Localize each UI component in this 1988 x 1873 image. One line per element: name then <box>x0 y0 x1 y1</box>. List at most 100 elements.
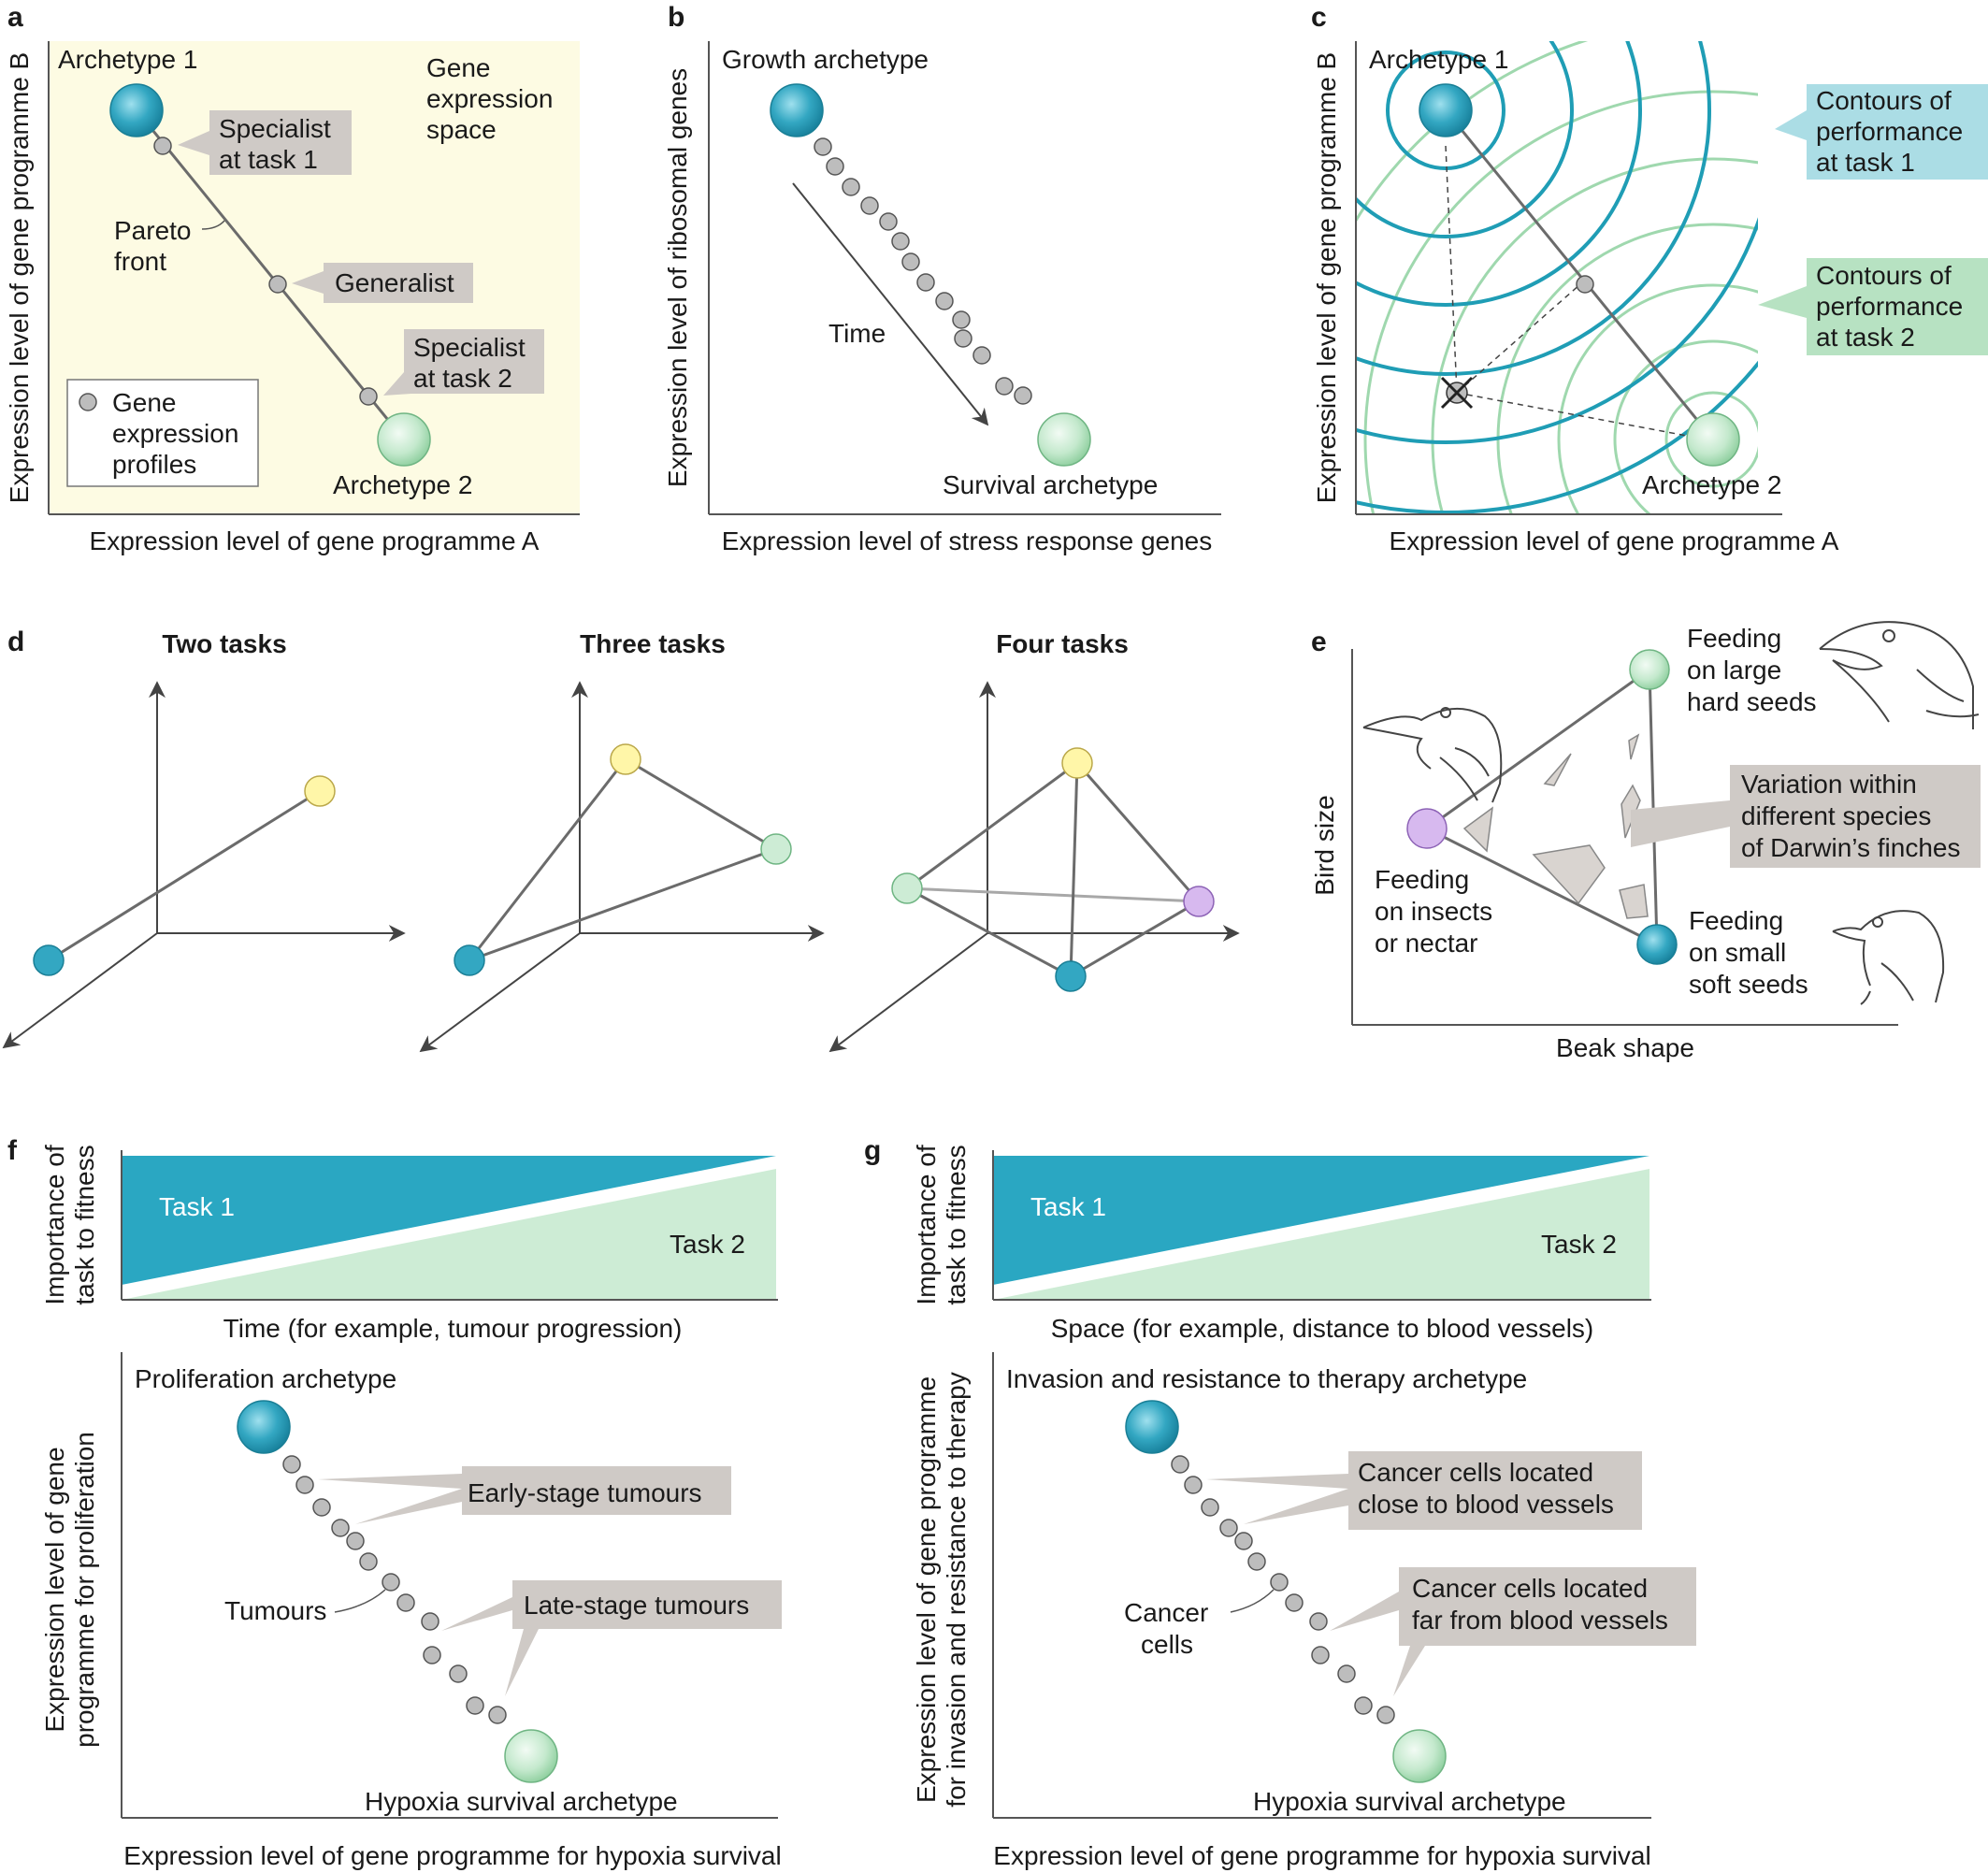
time-label: Time <box>828 319 886 348</box>
profile-dot <box>826 157 844 176</box>
two-tasks-title: Two tasks <box>162 629 286 658</box>
tetrahedron-edge <box>906 761 1078 890</box>
panel-f: f Task 1 Task 2 Importance of task to fi… <box>7 1135 782 1870</box>
tetrahedron-edge <box>1075 762 1201 902</box>
small-seed-archetype-sphere <box>1636 924 1678 965</box>
panel-c-label: c <box>1311 2 1327 33</box>
generalist-callout <box>292 263 473 303</box>
legend-label: profiles <box>112 450 196 479</box>
task-1-contour-label: Contours of <box>1816 86 1952 115</box>
three-tasks-diagram: Three tasks <box>419 629 825 1053</box>
task-1-contour <box>1356 217 1758 444</box>
task-2-contour-label: at task 2 <box>1816 323 1915 352</box>
profile-dot <box>359 387 378 406</box>
profile-dot <box>346 1532 365 1550</box>
generalist-label: Generalist <box>335 268 454 297</box>
x-axis-label: Beak shape <box>1556 1033 1694 1062</box>
hypoxia-archetype-sphere <box>1392 1729 1447 1783</box>
profile-dot <box>1247 1552 1266 1571</box>
small-seed-label: Feeding <box>1689 906 1783 935</box>
tetrahedron-edge <box>1069 762 1079 977</box>
task-2-wedge <box>122 1169 776 1300</box>
task-1-contour <box>1386 50 1505 170</box>
x-axis-label: Expression level of gene programme A <box>90 526 540 555</box>
archetype-sphere-green <box>891 872 923 904</box>
x-axis-label: Expression level of gene programme for h… <box>123 1841 781 1870</box>
small-seed-label: soft seeds <box>1689 970 1808 999</box>
tumour-trajectory <box>282 1455 507 1724</box>
profile-dot <box>1354 1696 1373 1715</box>
cancer-cells-leader <box>1230 1589 1275 1613</box>
y-axis-label: Expression level of gene programme <box>912 1376 941 1803</box>
cancer-cell-trajectory <box>1171 1455 1395 1724</box>
profile-dot <box>382 1573 400 1592</box>
species-variation-shapes <box>1462 733 1649 919</box>
archetype-sphere-green <box>760 833 792 865</box>
y-axis-label: Expression level of gene <box>40 1447 69 1732</box>
profile-dot <box>972 346 991 365</box>
invasion-archetype-sphere <box>1125 1400 1179 1454</box>
insect-archetype-sphere <box>1406 808 1448 849</box>
x-axis-label: Expression level of gene programme A <box>1390 526 1839 555</box>
far-vessels-callout <box>1330 1567 1696 1696</box>
profile-dot <box>814 137 832 156</box>
late-stage-label: Late-stage tumours <box>524 1591 749 1620</box>
profile-dot <box>1270 1573 1289 1592</box>
specialist-2-label: at task 2 <box>413 364 512 393</box>
archetype-1-label: Archetype 1 <box>58 45 197 74</box>
task-2-contour-label: performance <box>1816 292 1963 321</box>
profile-dot <box>449 1664 468 1683</box>
profile-dot <box>268 275 287 294</box>
task-1-contour-label: at task 1 <box>1816 148 1915 177</box>
insect-label: or nectar <box>1375 929 1478 958</box>
pareto-front-line <box>48 789 321 962</box>
profile-dot <box>995 377 1014 396</box>
species-shape <box>1628 733 1640 760</box>
archetype-2-label: Archetype 2 <box>1642 470 1781 499</box>
archetype-1-sphere <box>1419 83 1473 137</box>
late-stage-callout <box>441 1580 782 1696</box>
task-2-callout <box>1758 258 1988 355</box>
tumours-label: Tumours <box>224 1596 326 1625</box>
early-stage-label: Early-stage tumours <box>468 1478 702 1507</box>
task-1-label: Task 1 <box>159 1192 235 1221</box>
cancer-cells-label: cells <box>1141 1630 1193 1659</box>
task-2-contour <box>1363 90 1758 514</box>
specialist-2-callout <box>383 329 544 396</box>
profile-dot <box>954 329 972 348</box>
profile-dot <box>1337 1664 1356 1683</box>
far-vessels-label: far from blood vessels <box>1412 1606 1668 1635</box>
task-2-contour <box>1613 339 1758 514</box>
archetype-sphere-yellow <box>1061 747 1093 779</box>
archetype-2-sphere <box>1686 412 1740 467</box>
archetype-1-label: Archetype 1 <box>1369 45 1508 74</box>
profile-dot <box>1219 1519 1238 1537</box>
legend-box <box>66 379 259 487</box>
archetype-sphere-purple <box>1183 886 1215 917</box>
profile-dot <box>466 1696 484 1715</box>
profile-dot <box>331 1519 350 1537</box>
task-1-label: Task 1 <box>1030 1192 1106 1221</box>
tetrahedron-hidden-edge <box>906 886 1200 903</box>
pareto-front-line <box>1444 109 1715 440</box>
large-seed-label: Feeding <box>1687 624 1781 653</box>
task-1-wedge <box>993 1156 1649 1285</box>
four-tasks-title: Four tasks <box>996 629 1129 658</box>
panel-b: b Time Growth archetype Survival archety… <box>663 2 1221 555</box>
task-1-contour <box>1356 41 1642 307</box>
finch-insect-beak-icon <box>1362 707 1503 803</box>
large-seed-archetype-sphere <box>1629 649 1670 690</box>
proliferation-archetype-label: Proliferation archetype <box>135 1364 396 1393</box>
pareto-leader <box>201 220 225 230</box>
task-1-callout <box>1775 84 1988 180</box>
task-1-contour <box>1356 41 1711 376</box>
profile-dot <box>423 1646 441 1664</box>
distance-to-archetype-2 <box>1456 392 1688 437</box>
specialist-1-label: Specialist <box>219 114 331 143</box>
growth-archetype-sphere <box>770 83 824 137</box>
profile-dot <box>295 1476 314 1494</box>
task-1-wedge <box>122 1156 776 1285</box>
profile-dot <box>421 1612 439 1631</box>
far-vessels-label: Cancer cells located <box>1412 1574 1648 1603</box>
space-label: space <box>426 115 497 144</box>
